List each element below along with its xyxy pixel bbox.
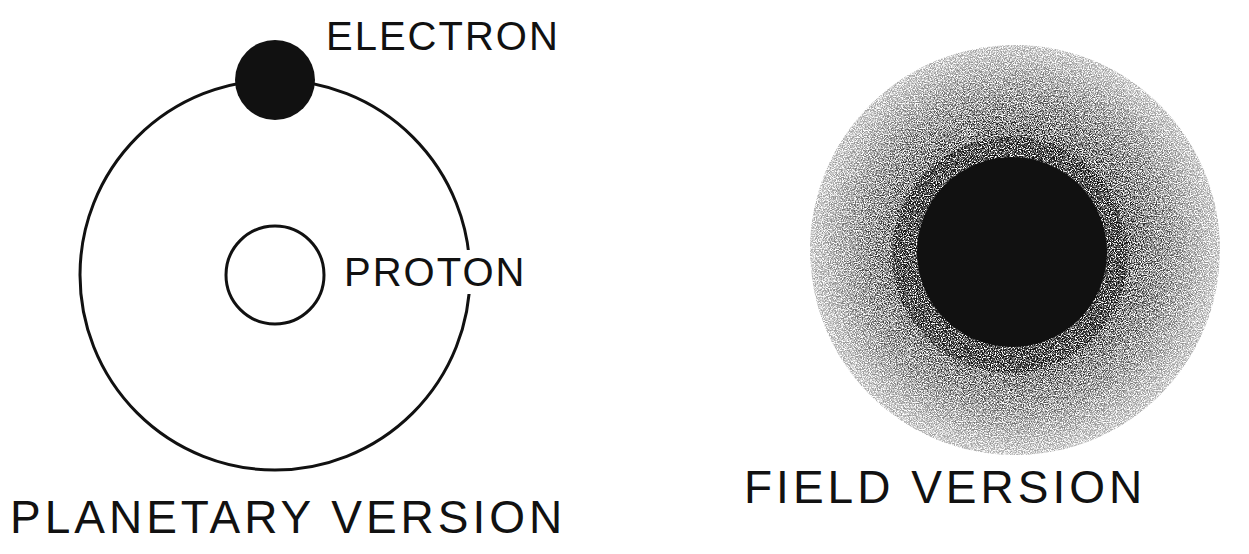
- caption-field: FIELD VERSION: [740, 462, 1150, 512]
- electron-label: ELECTRON: [322, 14, 564, 58]
- caption-planetary: PLANETARY VERSION: [6, 492, 570, 542]
- proton-circle: [226, 226, 324, 324]
- electron-dot: [235, 40, 315, 120]
- electron-cloud: [810, 45, 1220, 455]
- proton-label: PROTON: [340, 250, 530, 294]
